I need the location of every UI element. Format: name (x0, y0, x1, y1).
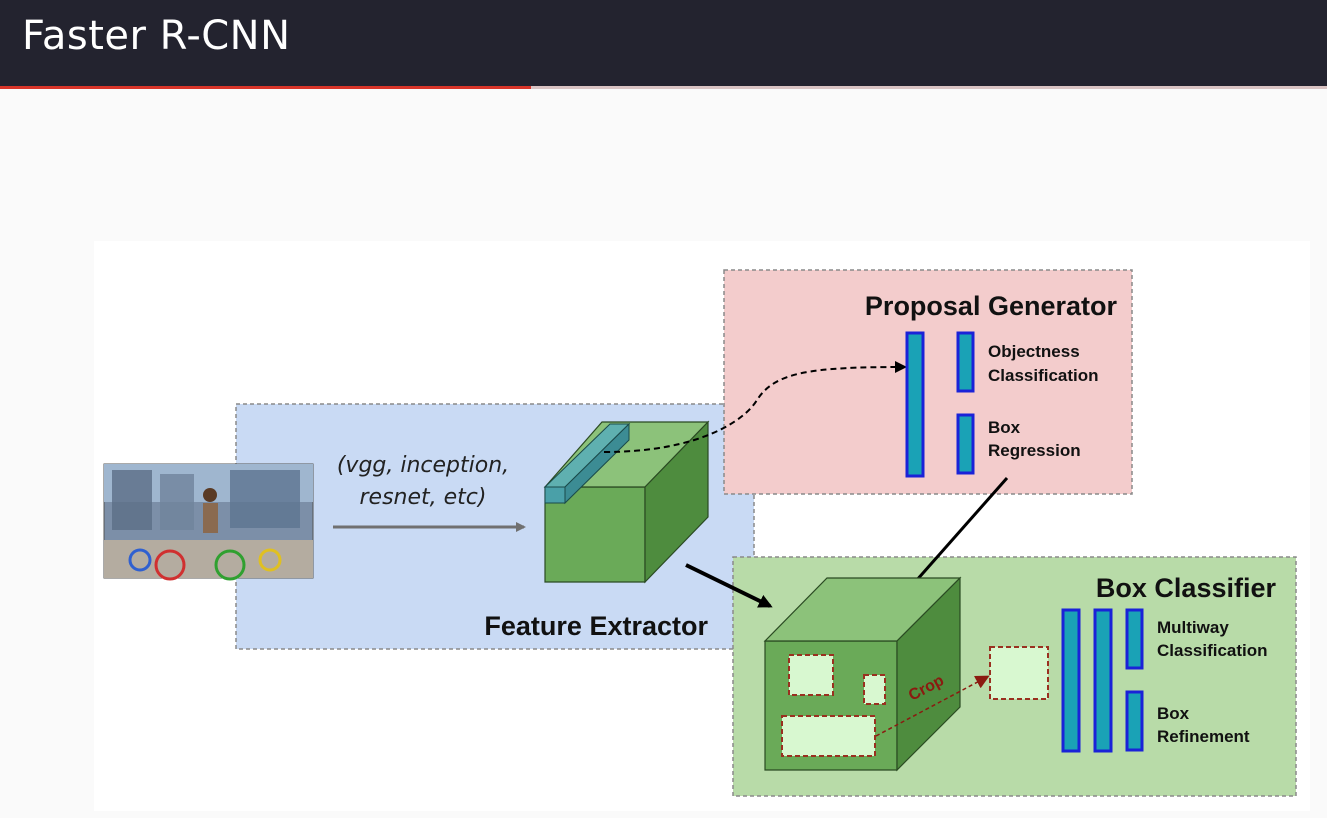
feature-to-classifier-arrow (685, 563, 773, 608)
multiway-label-line2: Classification (1157, 641, 1268, 660)
backbone-label-line1: (vgg, inception, (337, 453, 509, 478)
roi-region-3 (781, 715, 876, 757)
objectness-label-line1: Objectness (988, 342, 1080, 361)
feature-to-proposal-arrow (603, 361, 907, 453)
objectness-label-line2: Classification (988, 366, 1099, 385)
fc-layer-2 (1093, 608, 1113, 753)
box-regression-label-line2: Regression (988, 441, 1081, 460)
slide-title: Faster R-CNN (22, 13, 291, 59)
roi-region-1 (788, 654, 834, 696)
multiway-label-line1: Multiway (1157, 618, 1229, 637)
box-regression-layer (956, 413, 975, 475)
box-refinement-label-line1: Box (1157, 704, 1190, 723)
box-regression-label-line1: Box (988, 418, 1021, 437)
proposal-generator-title: Proposal Generator (865, 291, 1118, 321)
progress-track (0, 86, 1327, 89)
backbone-label-line2: resnet, etc) (360, 485, 487, 510)
roi-region-2 (863, 674, 886, 705)
fc-layer-1 (1061, 608, 1081, 753)
title-bar: Faster R-CNN (0, 0, 1327, 86)
rpn-shared-layer (905, 331, 925, 478)
classifier-feature-cube (763, 576, 962, 772)
box-refinement-label-line2: Refinement (1157, 727, 1250, 746)
box-refinement-layer (1125, 690, 1144, 752)
objectness-layer (956, 331, 975, 393)
multiway-classification-layer (1125, 608, 1144, 670)
progress-bar-fill (0, 86, 531, 89)
feature-map-cube (543, 420, 710, 584)
proposal-generator-region (723, 269, 1133, 495)
cropped-roi (989, 646, 1049, 700)
box-classifier-title: Box Classifier (1096, 573, 1277, 603)
feature-extractor-label: Feature Extractor (484, 611, 708, 641)
input-image (103, 463, 314, 581)
